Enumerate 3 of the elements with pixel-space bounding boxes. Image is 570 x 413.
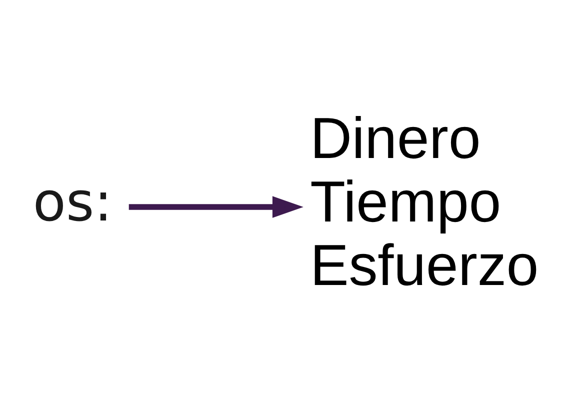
arrow [128, 196, 304, 218]
node-text: Dinero Tiempo Esfuerzo [310, 106, 539, 298]
node-text: os: [32, 170, 112, 233]
